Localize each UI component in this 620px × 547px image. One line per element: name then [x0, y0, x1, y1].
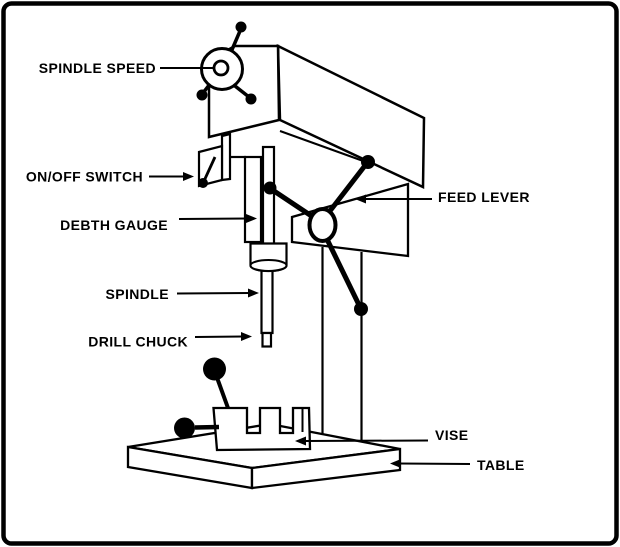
label-table: TABLE [477, 457, 525, 473]
vise-handle-up-ball [203, 357, 226, 381]
quill-housing [243, 155, 263, 244]
bracket-strip [220, 132, 232, 182]
spindle-speed-pulley [196, 21, 257, 105]
arrowhead-spindle [248, 288, 259, 298]
switch-ball [198, 178, 208, 188]
label-feed-lever: FEED LEVER [438, 189, 530, 205]
vise [174, 357, 312, 452]
arrowhead-table [390, 459, 401, 468]
feed-lever-ball-right [361, 155, 375, 169]
label-spindle-speed: SPINDLE SPEED [39, 60, 156, 76]
vise-body [212, 406, 312, 452]
knob-stem-right [233, 84, 251, 99]
switch-toggle [202, 156, 217, 182]
arrowhead-on-off-switch [183, 172, 194, 181]
head-bracket [220, 132, 246, 182]
knob-ball-top [235, 21, 247, 33]
vise-handle-left [194, 424, 220, 430]
drill-chuck-tip [261, 331, 273, 348]
on-off-switch [197, 144, 224, 188]
head-bottom-edge [279, 130, 367, 163]
label-spindle: SPINDLE [106, 286, 169, 302]
leader-drill-chuck [194, 335, 244, 338]
leader-table [398, 462, 471, 465]
feed-lever-ball-left [263, 181, 277, 195]
leader-lines [149, 67, 471, 468]
pulley-hub [212, 59, 230, 77]
arrowhead-feed-lever [355, 194, 366, 204]
label-vise: VISE [435, 427, 469, 443]
arrowhead-depth-gauge [246, 214, 257, 223]
leader-spindle [176, 292, 251, 295]
knob-ball-right [245, 93, 257, 105]
quill-assembly [243, 145, 276, 249]
feed-lever-ball-down [354, 302, 368, 316]
spindle-assembly [249, 242, 288, 348]
arrowhead-drill-chuck [241, 332, 252, 341]
depth-gauge-rod [261, 145, 276, 249]
column-fill [323, 248, 361, 440]
feed-lever [263, 155, 375, 316]
arrowhead-vise [295, 436, 306, 446]
feed-lever-hub [307, 207, 338, 243]
vise-handle-up [215, 378, 230, 409]
knob-stem-top [229, 30, 242, 53]
head-side-face [276, 43, 426, 189]
label-depth-gauge: DEBTH GAUGE [60, 217, 168, 233]
vise-handle-left-ball [174, 417, 195, 439]
knob-ball-left [196, 89, 208, 101]
column [321, 247, 363, 441]
feed-lever-spoke-down [320, 229, 363, 309]
leader-vise [303, 439, 429, 442]
table-front-right-side [250, 447, 402, 490]
chuck-collar-bottom [249, 259, 288, 272]
label-on-off-switch: ON/OFF SWITCH [26, 169, 143, 185]
label-drill-chuck: DRILL CHUCK [88, 334, 188, 350]
labels: SPINDLE SPEED ON/OFF SWITCH DEBTH GAUGE … [26, 60, 530, 473]
leader-depth-gauge [178, 217, 249, 220]
